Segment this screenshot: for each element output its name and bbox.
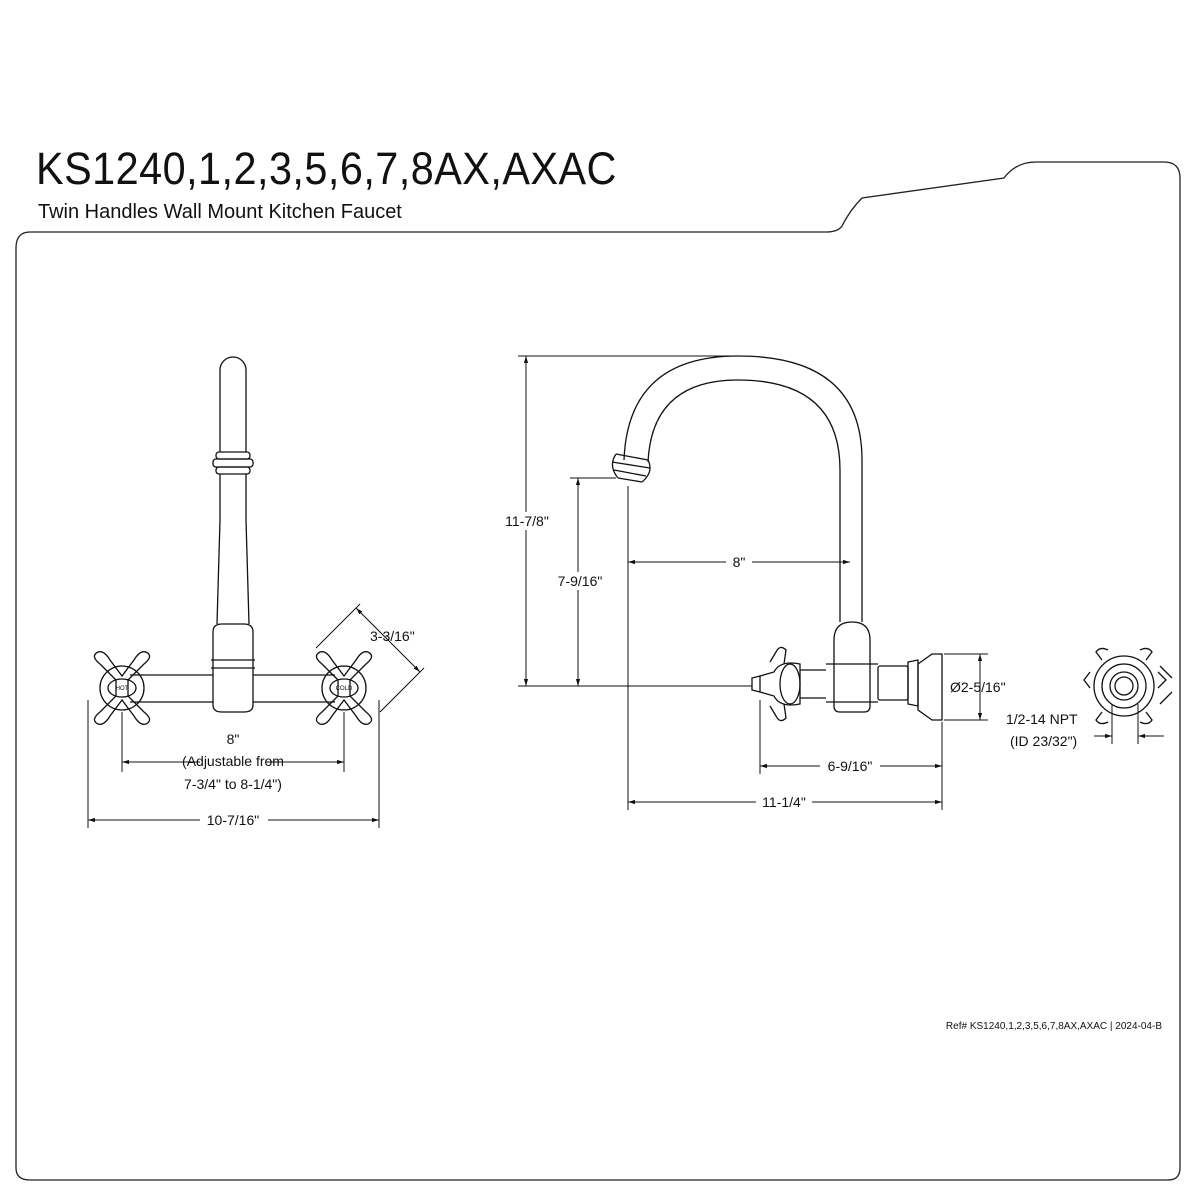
dim-handle-depth-label: 3-3/16" — [370, 628, 415, 644]
dim-total-height-label: 11-7/8" — [505, 513, 549, 529]
cold-label: COLD — [336, 686, 353, 692]
sheet-border — [15, 161, 1181, 1181]
end-view-flange — [1083, 647, 1173, 725]
label-bg — [550, 572, 610, 590]
front-view-faucet — [93, 356, 373, 725]
dim-connection-line1: 1/2-14 NPT — [1006, 711, 1078, 727]
label-bg — [200, 812, 268, 828]
label-bg — [756, 794, 812, 810]
dim-adjust-line1: (Adjustable from — [182, 753, 284, 769]
label-bg — [200, 738, 266, 774]
dim-flange-diameter-label: Ø2-5/16" — [950, 679, 1006, 695]
label-bg — [726, 554, 752, 570]
page-subtitle: Twin Handles Wall Mount Kitchen Faucet — [38, 201, 402, 223]
dim-spout-reach-label: 8" — [733, 554, 746, 570]
dim-connection-line2: (ID 23/32") — [1010, 733, 1077, 749]
dim-spout-height-label: 7-9/16" — [558, 573, 603, 589]
dim-handle-projection-label: 6-9/16" — [828, 758, 873, 774]
dim-overall-projection-label: 11-1/4" — [762, 794, 806, 810]
dim-adjust-line2: 7-3/4" to 8-1/4") — [184, 776, 282, 792]
hot-label: HOT — [116, 686, 129, 692]
dim-center-label: 8" — [227, 731, 240, 747]
hot-handle — [93, 651, 151, 725]
end-view-dimensions — [1094, 704, 1164, 744]
cold-handle — [315, 651, 373, 725]
reference-code: Ref# KS1240,1,2,3,5,6,7,8AX,AXAC | 2024-… — [946, 1021, 1162, 1032]
page-title: KS1240,1,2,3,5,6,7,8AX,AXAC — [36, 143, 617, 194]
dim-overall-width-label: 10-7/16" — [207, 812, 259, 828]
label-bg — [500, 512, 554, 530]
side-view-faucet — [611, 355, 943, 722]
label-bg — [820, 758, 880, 774]
